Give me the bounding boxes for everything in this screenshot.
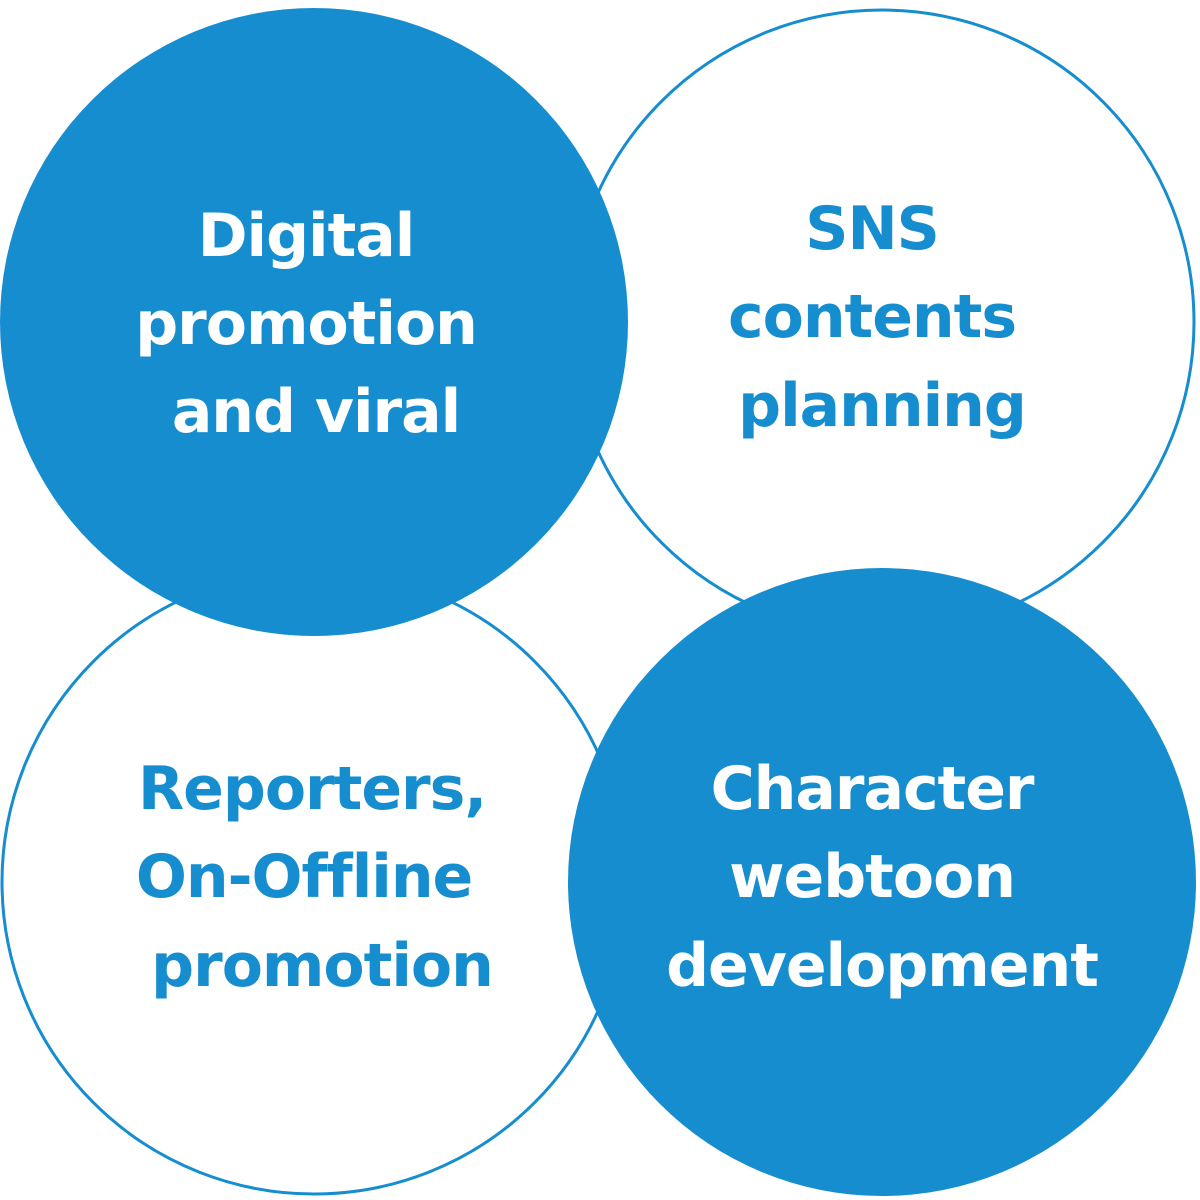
label-line: Digital <box>198 201 415 271</box>
label-line: development <box>666 931 1098 1001</box>
label-line: webtoon <box>729 842 1015 912</box>
circle-reporters-promotion-label: Reporters, On-Offline promotion <box>136 754 506 1001</box>
circle-digital-promotion-shape <box>0 8 628 636</box>
label-line: promotion <box>135 289 477 359</box>
label-line: SNS <box>805 194 939 264</box>
label-line: contents <box>728 282 1016 352</box>
circle-digital-promotion: Digital promotion and viral <box>0 8 628 636</box>
label-line: Reporters, <box>138 754 486 824</box>
circle-character-webtoon-shape <box>568 568 1196 1196</box>
label-line: promotion <box>151 931 493 1001</box>
circle-reporters-promotion: Reporters, On-Offline promotion <box>0 568 628 1196</box>
circle-sns-contents: SNS contents planning <box>568 8 1196 636</box>
label-line: On-Offline <box>136 842 472 912</box>
circle-character-webtoon-label: Character webtoon development <box>666 754 1098 1001</box>
label-line: planning <box>738 371 1026 441</box>
circle-character-webtoon: Character webtoon development <box>568 568 1196 1196</box>
label-line: Character <box>711 754 1035 824</box>
label-line: and viral <box>172 377 460 447</box>
circle-sns-contents-label: SNS contents planning <box>728 194 1036 441</box>
circle-digital-promotion-label: Digital promotion and viral <box>135 201 497 447</box>
